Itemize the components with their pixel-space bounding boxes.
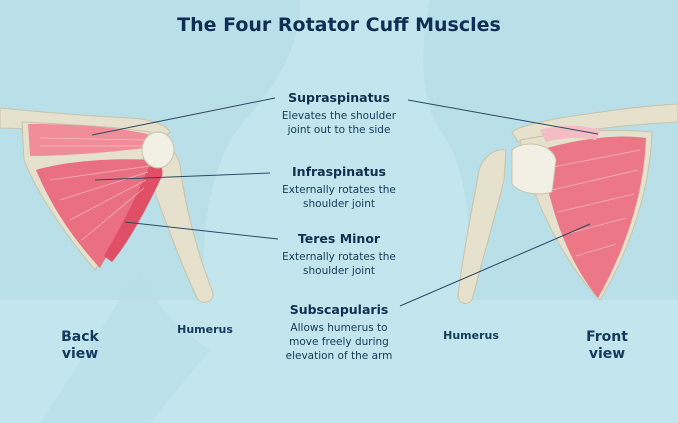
back-view-label: Back view xyxy=(50,329,110,363)
infraspinatus-annotation: Infraspinatus Externally rotates the sho… xyxy=(239,164,439,211)
muscle-name-infraspinatus: Infraspinatus xyxy=(292,164,386,179)
view-label-line: view xyxy=(588,346,626,362)
humerus-label-back: Humerus xyxy=(177,323,233,336)
view-label-line: Back xyxy=(61,329,99,345)
description-line: Externally rotates the xyxy=(282,251,396,263)
description-line: move freely during xyxy=(289,336,389,348)
description-line: shoulder joint xyxy=(303,198,375,210)
description-line: Elevates the shoulder xyxy=(281,110,397,122)
supraspinatus-leader-front xyxy=(407,99,599,135)
leader-lines xyxy=(91,97,599,307)
description-line: Externally rotates the xyxy=(282,184,396,196)
description-line: joint out to the side xyxy=(287,124,391,136)
subscapularis-annotation: Subscapularis Allows humerus to move fre… xyxy=(239,302,439,363)
muscle-name-supraspinatus: Supraspinatus xyxy=(288,90,390,105)
infraspinatus-leader xyxy=(94,172,271,181)
muscle-description-supraspinatus: Elevates the shoulder joint out to the s… xyxy=(239,109,439,137)
muscle-description-infraspinatus: Externally rotates the shoulder joint xyxy=(239,183,439,211)
teres-minor-annotation: Teres Minor Externally rotates the shoul… xyxy=(239,231,439,278)
description-line: elevation of the arm xyxy=(285,350,393,362)
subscapularis-leader xyxy=(399,223,591,307)
supraspinatus-leader-back xyxy=(91,97,276,136)
back-view-shoulder xyxy=(0,107,214,303)
muscle-name-teres-minor: Teres Minor xyxy=(297,231,381,246)
muscle-description-teres-minor: Externally rotates the shoulder joint xyxy=(239,250,439,278)
muscle-description-subscapularis: Allows humerus to move freely during ele… xyxy=(239,321,439,363)
humerus-label-front: Humerus xyxy=(443,329,499,342)
description-line: Allows humerus to xyxy=(290,322,388,334)
teres-minor-leader xyxy=(124,221,279,240)
description-line: shoulder joint xyxy=(303,265,375,277)
supraspinatus-annotation: Supraspinatus Elevates the shoulder join… xyxy=(239,90,439,137)
page-title: The Four Rotator Cuff Muscles xyxy=(177,14,501,36)
front-view-label: Front view xyxy=(576,329,638,363)
view-label-line: view xyxy=(61,346,99,362)
view-label-line: Front xyxy=(586,329,628,345)
muscle-name-subscapularis: Subscapularis xyxy=(289,302,389,317)
front-view-shoulder xyxy=(457,103,678,304)
